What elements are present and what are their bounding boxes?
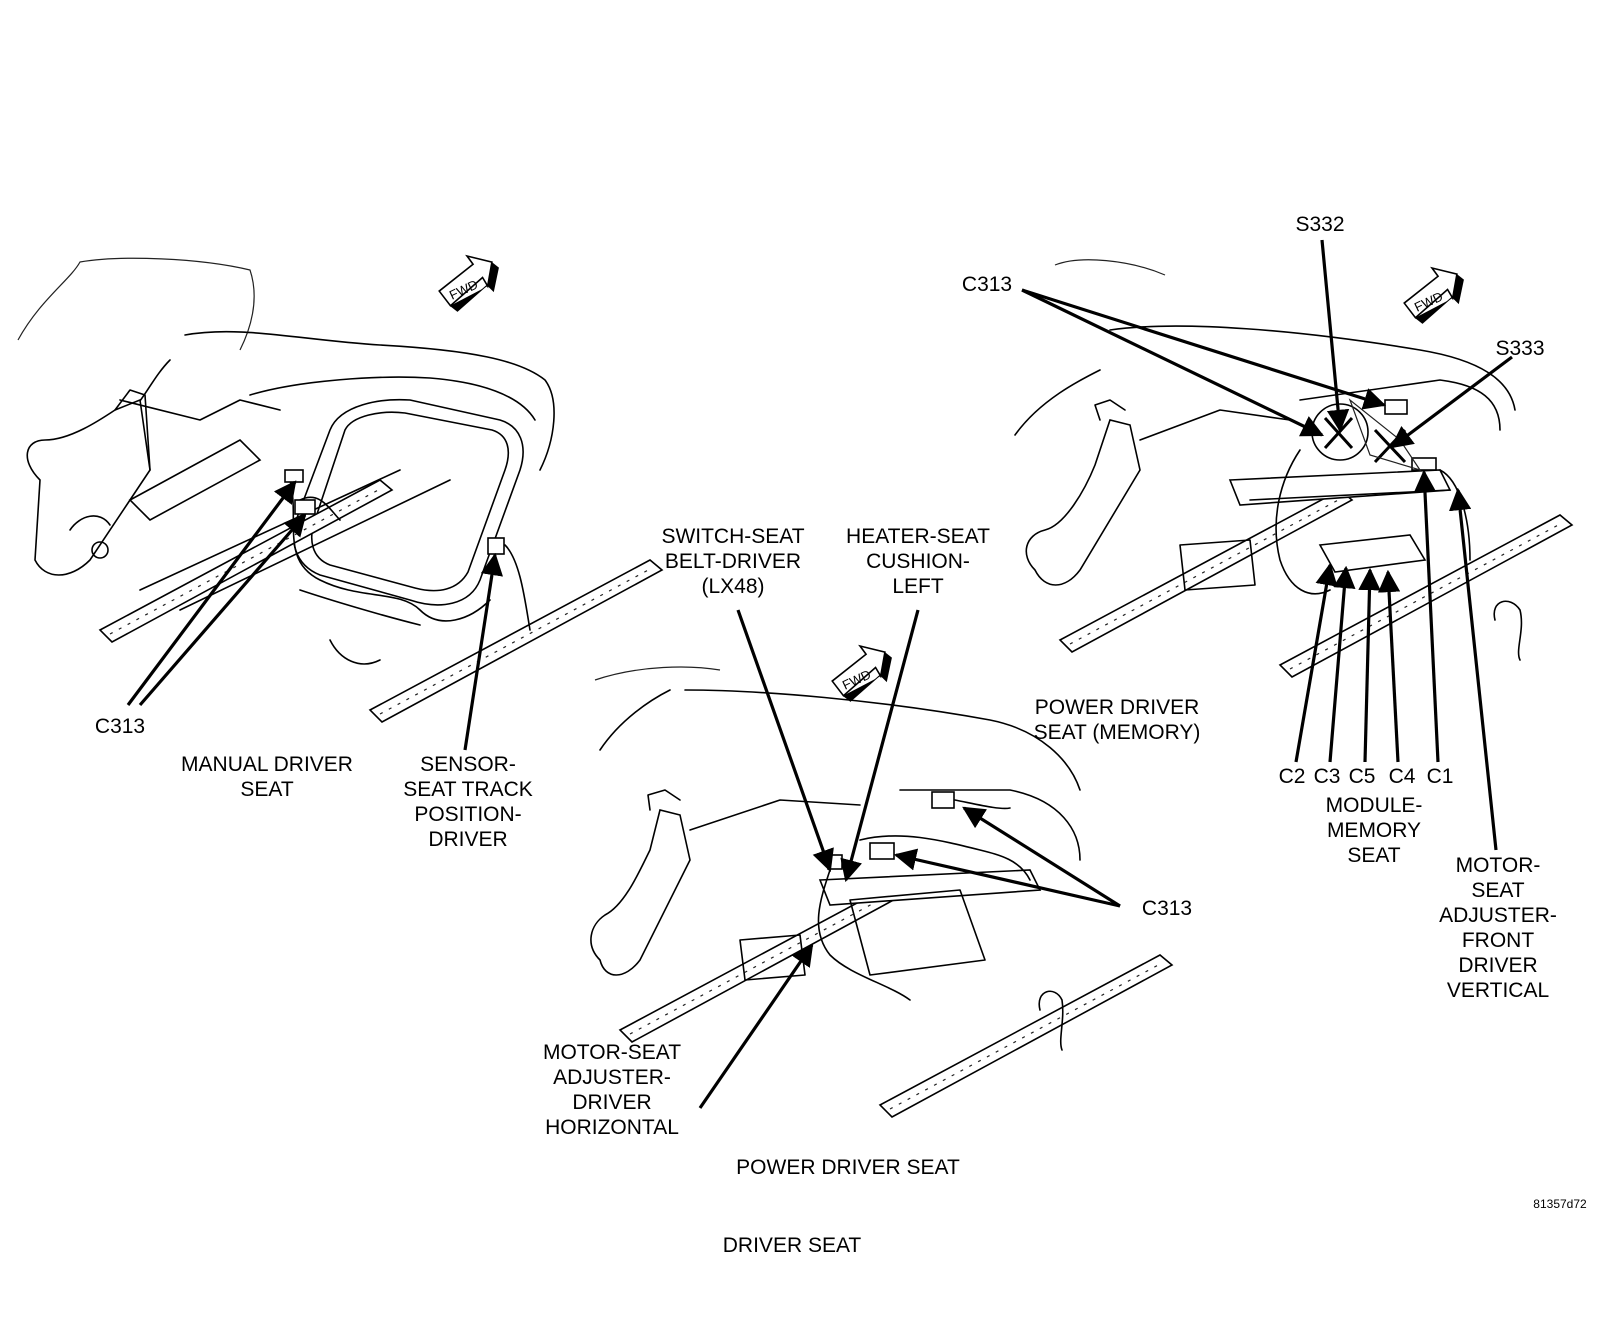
leader-c3 <box>1328 565 1356 763</box>
leader-c313-memory-1 <box>1021 288 1325 437</box>
label-power-driver-seat: POWER DRIVER SEAT <box>736 1156 960 1179</box>
leader-s333 <box>1390 355 1513 449</box>
label-c313-memory: C313 <box>961 273 1013 296</box>
leader-c313-power-2 <box>893 848 1121 908</box>
label-c1: C1 <box>1426 765 1454 788</box>
label-s333: S333 <box>1495 337 1545 360</box>
label-c5: C5 <box>1348 765 1376 788</box>
power-seat-drawing <box>590 635 1173 1118</box>
leader-motor-front-vertical <box>1448 487 1498 851</box>
label-c313-power: C313 <box>1141 897 1193 920</box>
label-s332: S332 <box>1295 213 1345 236</box>
label-heater-seat-cushion: HEATER-SEAT CUSHION- LEFT <box>846 525 990 598</box>
label-motor-front-vertical: MOTOR- SEAT ADJUSTER- FRONT DRIVER VERTI… <box>1439 854 1557 1002</box>
label-sensor-seat-track: SENSOR- SEAT TRACK POSITION- DRIVER <box>403 753 533 851</box>
leader-c313-manual-2 <box>138 513 307 707</box>
leader-lines <box>126 239 1513 1109</box>
label-motor-horizontal: MOTOR-SEAT ADJUSTER- DRIVER HORIZONTAL <box>542 1041 682 1139</box>
manual-seat-drawing <box>17 245 663 723</box>
memory-seat-drawing <box>1014 257 1573 678</box>
label-c313-manual: C313 <box>94 715 146 738</box>
label-switch-seat-belt: SWITCH-SEAT BELT-DRIVER (LX48) <box>661 525 805 598</box>
label-c3: C3 <box>1313 765 1341 788</box>
leader-motor-horizontal <box>698 943 814 1109</box>
leader-c313-manual-1 <box>126 480 297 706</box>
label-power-driver-seat-memory: POWER DRIVER SEAT (MEMORY) <box>1033 696 1201 744</box>
label-c2: C2 <box>1278 765 1306 788</box>
leader-switch-seat-belt <box>736 609 834 873</box>
label-c4: C4 <box>1388 765 1416 788</box>
label-module-memory-seat: MODULE- MEMORY SEAT <box>1325 794 1423 867</box>
leader-heater-seat <box>840 609 920 883</box>
diagram-title: DRIVER SEAT <box>722 1234 862 1257</box>
leader-s332 <box>1320 239 1350 433</box>
leader-c313-memory-2 <box>1021 288 1387 410</box>
leader-c2 <box>1294 562 1338 763</box>
label-manual-driver-seat: MANUAL DRIVER SEAT <box>181 753 353 801</box>
figure-id: 81357d72 <box>1533 1197 1587 1211</box>
leader-c4 <box>1377 569 1401 763</box>
leader-sensor-track <box>463 552 504 751</box>
leader-c1 <box>1413 469 1440 763</box>
leader-c313-power-1 <box>962 806 1121 908</box>
leader-c5 <box>1358 567 1381 763</box>
